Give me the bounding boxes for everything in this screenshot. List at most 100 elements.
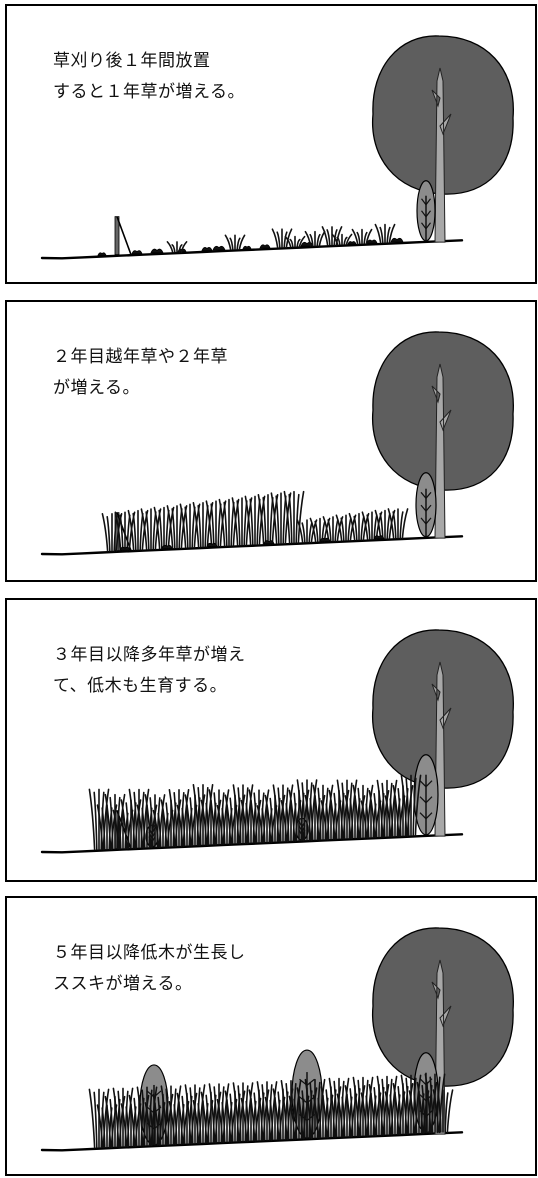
susuki-grass	[224, 1090, 246, 1143]
biennial-grass-blades	[205, 500, 227, 547]
biennial-grass	[322, 516, 344, 542]
perennial-grass-blades	[344, 795, 366, 839]
young-grass-blades	[374, 223, 396, 244]
young-grass-blades	[351, 228, 373, 245]
biennial-grass-blades	[361, 511, 383, 540]
small-weed	[161, 544, 173, 549]
young-grass-blades	[271, 228, 293, 248]
tree-trunk	[431, 363, 452, 539]
ground	[40, 239, 464, 260]
perennial-grass	[96, 804, 118, 850]
biennial-grass	[335, 514, 357, 542]
susuki-grass	[264, 1096, 286, 1141]
susuki-grass-blades	[96, 1104, 118, 1148]
tree	[371, 35, 514, 243]
susuki-grass-blades	[152, 1093, 174, 1146]
biennial-grass-blades	[296, 519, 318, 543]
biennial-grass-blades	[179, 503, 201, 549]
small-weed	[97, 252, 107, 256]
perennial-grass	[328, 789, 350, 840]
panel-stage-1: 草刈り後１年間放置 すると１年草が増える。	[5, 4, 537, 284]
biennial-grass	[309, 517, 331, 543]
susuki-grass-blades	[248, 1089, 270, 1141]
perennial-grass-blades	[256, 805, 278, 843]
tree-trunk	[431, 67, 452, 243]
perennial-grass-blades	[400, 774, 422, 837]
susuki-grass-blades	[272, 1088, 294, 1140]
small-weed	[131, 250, 143, 255]
susuki-grass	[384, 1091, 406, 1135]
small-shrub	[415, 472, 437, 538]
perennial-grass-blades	[200, 799, 222, 846]
susuki-grass-blades	[432, 1089, 454, 1133]
succession-scene	[40, 35, 514, 260]
susuki-grass	[248, 1089, 270, 1141]
susuki-grass	[416, 1081, 438, 1134]
susuki-grass	[144, 1102, 166, 1146]
young-grass-blades	[166, 241, 188, 253]
perennial-grass	[392, 785, 414, 837]
succession-scene	[40, 331, 514, 556]
perennial-grass-blades	[96, 804, 118, 850]
small-weed	[347, 241, 357, 245]
succession-scene	[40, 629, 514, 854]
susuki-grass-blades	[264, 1096, 286, 1141]
small-weed	[206, 542, 218, 547]
susuki-grass-blades	[128, 1094, 150, 1147]
panel-caption: ５年目以降低木が生長し ススキが増える。	[53, 943, 246, 994]
biennial-grass-blades	[270, 492, 292, 544]
susuki-grass-blades	[392, 1083, 414, 1135]
perennial-grass	[184, 794, 206, 846]
panel-stage-3: ３年目以降多年草が増え て、低木も生育する。	[5, 598, 537, 882]
susuki-grass-blades	[224, 1090, 246, 1143]
perennial-grass	[240, 799, 262, 844]
biennial-grass	[374, 509, 396, 540]
biennial-grass-blades	[335, 514, 357, 542]
ground	[40, 1131, 464, 1152]
ground-line	[40, 1131, 464, 1152]
small-weed	[373, 535, 385, 540]
perennial-grass-blades	[280, 800, 302, 842]
susuki-grass	[392, 1083, 414, 1135]
perennial-grass	[224, 794, 246, 845]
young-grass-blades	[224, 234, 246, 251]
susuki-grass	[312, 1094, 334, 1139]
small-weed	[201, 247, 213, 251]
biennial-grass	[244, 495, 266, 546]
fence-post	[114, 216, 132, 256]
small-shrub-branch	[420, 491, 432, 500]
biennial-grass-blades	[192, 502, 214, 548]
susuki-grass-blades	[296, 1087, 318, 1139]
susuki-grass	[168, 1101, 190, 1145]
biennial-grass	[101, 513, 123, 552]
susuki-grass	[152, 1093, 174, 1146]
susuki-grass	[216, 1098, 238, 1143]
young-grass	[331, 233, 353, 246]
susuki-grass-blades	[336, 1093, 358, 1138]
perennial-grass-blades	[240, 799, 262, 844]
perennial-grass-blades	[384, 795, 406, 837]
young-grass-blades	[284, 235, 306, 248]
biennial-grass-blades	[153, 506, 175, 550]
panel-stage-4: ５年目以降低木が生長し ススキが増える。	[5, 896, 537, 1176]
biennial-grass	[179, 503, 201, 549]
susuki-grass	[336, 1093, 358, 1138]
perennial-grass-blades	[176, 804, 198, 847]
susuki-grass-blades	[144, 1102, 166, 1146]
small-weed	[242, 245, 252, 250]
small-shrub-branch	[420, 504, 432, 513]
biennial-grass-blades	[374, 509, 396, 540]
perennial-grass	[176, 804, 198, 847]
biennial-grass	[348, 512, 370, 541]
perennial-grass-blades	[136, 804, 158, 849]
biennial-grass	[192, 502, 214, 548]
biennial-grass-blades	[244, 495, 266, 546]
perennial-grass-blades	[216, 804, 238, 845]
ground-line	[40, 239, 464, 260]
panel-caption: ３年目以降多年草が増え て、低木も生育する。	[53, 645, 246, 696]
perennial-grass	[288, 789, 310, 842]
biennial-grass-blades	[127, 509, 149, 551]
perennial-grass	[160, 799, 182, 847]
perennial-grass-blades	[112, 809, 134, 850]
susuki-grass	[408, 1090, 430, 1134]
